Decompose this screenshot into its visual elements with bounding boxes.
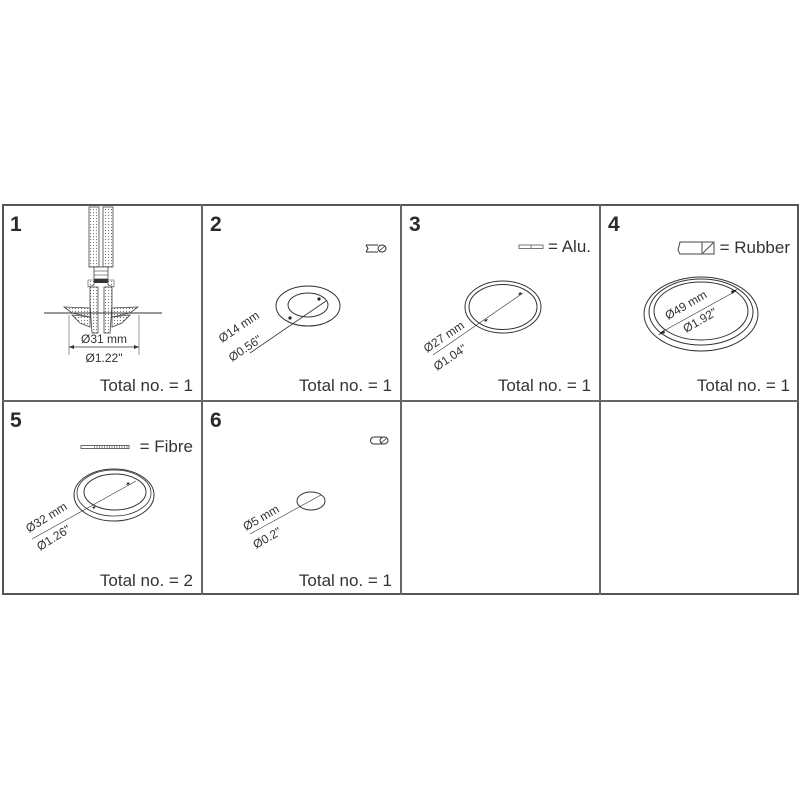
part-number: 2 [210, 213, 222, 236]
dimension-mm: Ø31 mm [81, 332, 127, 346]
grid-divider [599, 204, 601, 595]
part-cell-2: 2 Ø14 mm Ø0.56" Total no. = 1 [202, 205, 400, 400]
gasket-drawing: Ø27 mm Ø1.04" [421, 280, 542, 373]
total-count: Total no. = 1 [497, 376, 591, 395]
dotted-strip-icon [80, 445, 130, 449]
round-section-icon [370, 436, 389, 445]
solid-cross-section-icon [365, 244, 387, 253]
part-cell-4: 4 = Rubber Ø49 mm Ø1.92" Total no. = 1 [600, 205, 798, 400]
empty-cell [401, 401, 599, 595]
part-cell-1: 1 Ø31 mm Ø1.22" Total no. = 1 [2, 205, 201, 400]
total-count: Total no. = 1 [696, 376, 790, 395]
part-cell-3: 3 = Alu. Ø27 mm Ø1.04" Total no. = 1 [401, 205, 599, 400]
small-o-ring-drawing: Ø5 mm Ø0.2" [241, 436, 389, 552]
hatched-section-icon [677, 241, 715, 255]
valve-core-assembly-icon: Ø31 mm Ø1.22" [44, 206, 162, 365]
o-ring-drawing: Ø49 mm Ø1.92" [643, 276, 759, 352]
part-number: 5 [10, 409, 22, 432]
flat-strip-icon [518, 244, 544, 249]
washer-drawing: Ø14 mm Ø0.56" [216, 244, 387, 364]
grid-divider [2, 400, 799, 402]
fibre-washer-drawing: Ø32 mm Ø1.26" [23, 468, 155, 554]
total-count: Total no. = 1 [298, 376, 392, 395]
total-count: Total no. = 1 [99, 376, 193, 395]
empty-cell [600, 401, 798, 595]
material-label: = Rubber [719, 238, 790, 257]
part-cell-5: 5 = Fibre Ø32 mm Ø1.26" Total no. = 2 [2, 401, 201, 595]
material-label: = Fibre [139, 437, 193, 456]
part-number: 6 [210, 409, 222, 432]
material-legend: = Alu. [518, 237, 591, 257]
part-number: 3 [409, 213, 421, 236]
grid-divider [201, 204, 203, 595]
part-number: 4 [608, 213, 620, 236]
grid-divider [400, 204, 402, 595]
dimension-inch: Ø1.22" [86, 351, 123, 365]
part-number: 1 [10, 213, 22, 236]
total-count: Total no. = 2 [99, 571, 193, 590]
total-count: Total no. = 1 [298, 571, 392, 590]
material-label: = Alu. [547, 237, 591, 256]
material-legend: = Rubber [676, 238, 790, 258]
material-legend: = Fibre [80, 437, 193, 457]
part-cell-6: 6 Ø5 mm Ø0.2" Total no. = 1 [202, 401, 400, 595]
